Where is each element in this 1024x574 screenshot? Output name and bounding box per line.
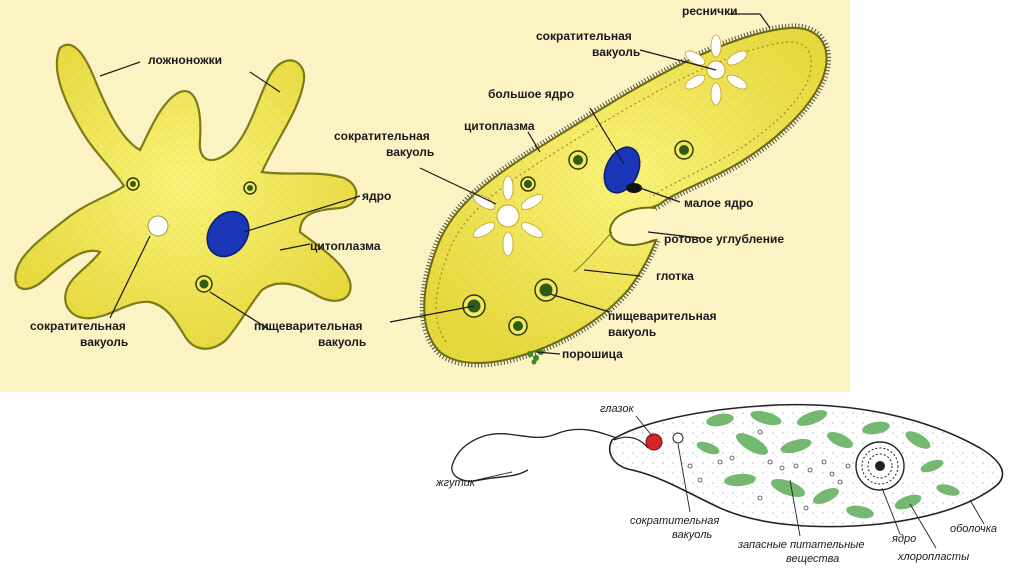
label-paramecium-digestive-1: пищеварительная	[608, 309, 717, 323]
label-cilia: реснички	[682, 4, 738, 18]
euglena-eyespot	[646, 434, 662, 450]
amoeba: ложноножки ядро цитоплазма сократительна…	[15, 45, 391, 349]
label-macronucleus: большое ядро	[488, 87, 574, 101]
label-paramecium-cytoplasm: цитоплазма	[464, 119, 535, 133]
label-anal-pore: порошица	[562, 347, 623, 361]
label-pharynx: глотка	[656, 269, 694, 283]
euglena-nucleus	[856, 442, 904, 490]
label-micronucleus: малое ядро	[684, 196, 753, 210]
label-euglena-contractile-2: вакуоль	[672, 529, 712, 541]
label-paramecium-contractile-left-2: вакуоль	[386, 145, 434, 159]
label-oral-groove: ротовое углубление	[664, 232, 784, 246]
label-euglena-contractile-1: сократительная	[630, 515, 719, 527]
label-reserves-2: вещества	[786, 553, 839, 565]
label-pseudopods: ложноножки	[148, 53, 222, 67]
label-paramecium-contractile-top-1: сократительная	[536, 29, 632, 43]
label-chloroplasts: хлоропласты	[897, 551, 969, 563]
paramecium: реснички сократительная вакуоль большое …	[334, 4, 827, 365]
label-pellicle: оболочка	[950, 523, 997, 535]
label-amoeba-nucleus: ядро	[362, 189, 391, 203]
euglena-flagellum	[452, 429, 622, 481]
label-flagellum: жгутик	[435, 477, 476, 489]
label-eyespot: глазок	[600, 403, 634, 415]
euglena: глазок жгутик сократительная вакуоль зап…	[435, 403, 1003, 565]
label-amoeba-digestive-1: пищеварительная	[254, 319, 363, 333]
label-amoeba-digestive-2: вакуоль	[318, 335, 366, 349]
paramecium-micronucleus	[626, 183, 642, 193]
label-paramecium-contractile-left-1: сократительная	[334, 129, 430, 143]
label-paramecium-contractile-top-2: вакуоль	[592, 45, 640, 59]
label-paramecium-digestive-2: вакуоль	[608, 325, 656, 339]
amoeba-contractile-vacuole	[148, 216, 168, 236]
label-amoeba-contractile-1: сократительная	[30, 319, 126, 333]
label-amoeba-cytoplasm: цитоплазма	[310, 239, 381, 253]
label-euglena-nucleus: ядро	[891, 533, 916, 545]
label-reserves-1: запасные питательные	[737, 539, 864, 551]
label-amoeba-contractile-2: вакуоль	[80, 335, 128, 349]
euglena-contractile-vacuole	[673, 433, 683, 443]
